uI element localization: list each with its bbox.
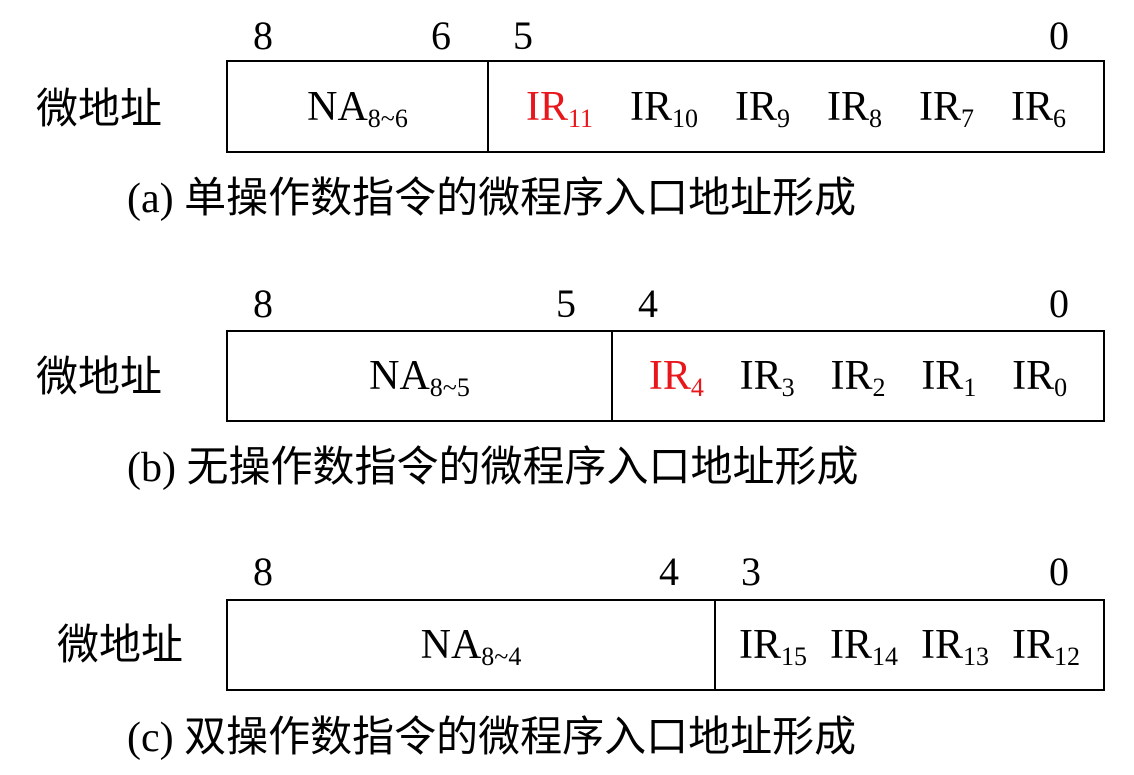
register-frame: NA8~4 IR15 IR14 IR13 IR12 [226, 599, 1105, 691]
caption-c: (c) 双操作数指令的微程序入口地址形成 [127, 712, 857, 762]
bit-label-5: 5 [513, 13, 533, 58]
bit-label-8: 8 [253, 13, 273, 58]
bit-label-0: 0 [1049, 13, 1069, 58]
register-frame: NA8~6 IR11 IR10 IR9 IR8 IR7 IR6 [226, 60, 1105, 153]
na-field: NA8~6 [228, 62, 487, 151]
ir-token: IR1 [921, 353, 977, 402]
field-divider [714, 601, 716, 689]
ir-token: IR14 [830, 622, 898, 671]
bit-label-6: 6 [431, 13, 451, 58]
bit-label-4: 4 [638, 281, 658, 326]
ir-token: IR13 [921, 622, 989, 671]
field-divider [487, 62, 489, 151]
ir-token: IR6 [1010, 83, 1066, 133]
row-label: 微地址 [36, 84, 163, 133]
ir-token: IR10 [630, 83, 699, 133]
na-field: NA8~5 [228, 332, 611, 420]
na-token: NA8~4 [420, 622, 522, 671]
ir-token: IR12 [1012, 622, 1080, 671]
bit-label-5: 5 [556, 281, 576, 326]
field-divider [611, 332, 613, 420]
na-field: NA8~4 [228, 601, 714, 689]
ir-field: IR11 IR10 IR9 IR8 IR7 IR6 [489, 62, 1103, 151]
na-token: NA8~5 [369, 353, 470, 402]
ir-token-highlight: IR11 [525, 83, 594, 133]
register-frame: NA8~5 IR4 IR3 IR2 IR1 IR0 [226, 330, 1105, 422]
bit-label-0: 0 [1049, 549, 1069, 594]
ir-token: IR3 [739, 353, 795, 402]
row-label: 微地址 [57, 620, 184, 669]
ir-token: IR7 [918, 83, 974, 133]
bit-label-8: 8 [253, 281, 273, 326]
ir-field: IR4 IR3 IR2 IR1 IR0 [613, 332, 1103, 420]
ir-token-highlight: IR4 [648, 353, 704, 402]
na-token: NA8~6 [307, 83, 408, 133]
bit-label-4: 4 [659, 549, 679, 594]
ir-token: IR2 [830, 353, 886, 402]
ir-token: IR15 [739, 622, 807, 671]
bit-label-0: 0 [1049, 281, 1069, 326]
bit-label-8: 8 [253, 549, 273, 594]
row-label: 微地址 [36, 352, 163, 401]
ir-token: IR0 [1012, 353, 1068, 402]
bit-label-3: 3 [741, 549, 761, 594]
ir-token: IR9 [735, 83, 790, 133]
caption-a: (a) 单操作数指令的微程序入口地址形成 [127, 173, 857, 223]
ir-field: IR15 IR14 IR13 IR12 [716, 601, 1103, 689]
caption-b: (b) 无操作数指令的微程序入口地址形成 [127, 442, 859, 492]
ir-token: IR8 [826, 83, 882, 133]
